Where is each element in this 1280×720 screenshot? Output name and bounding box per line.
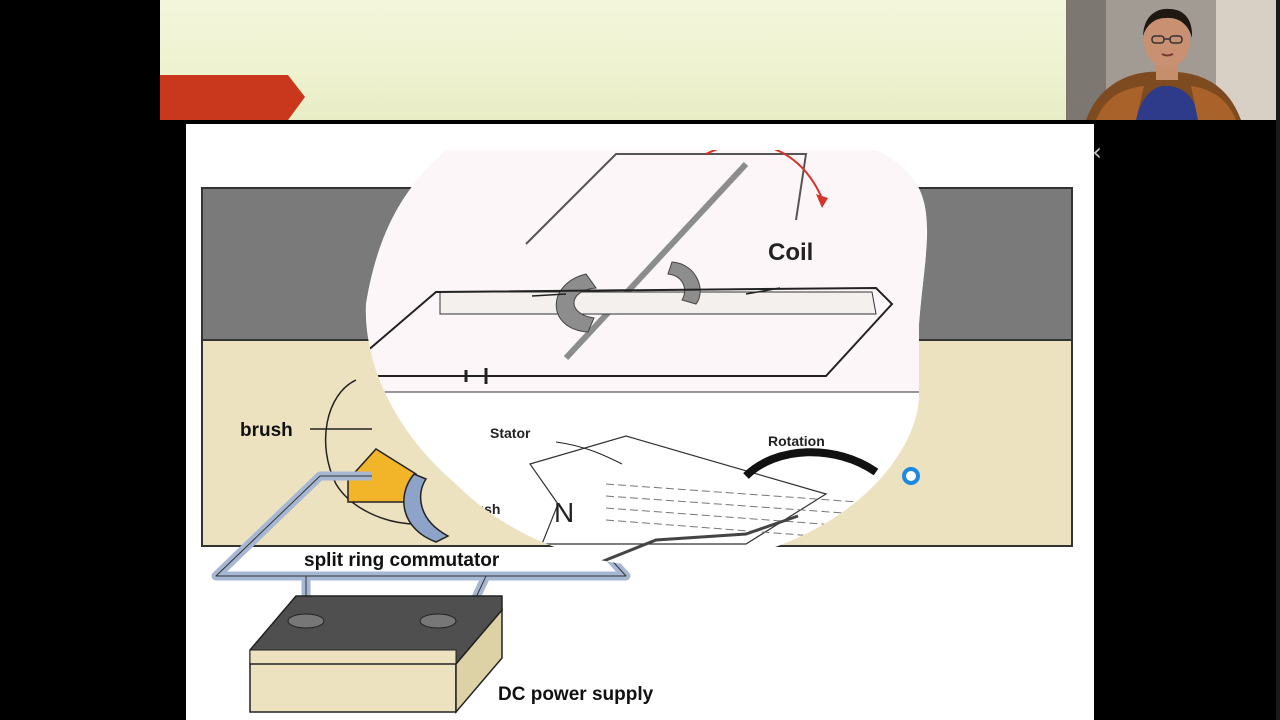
cursor-ring-icon	[902, 467, 920, 485]
n-pole-label: N	[554, 497, 574, 528]
battery-terminal-positive	[419, 613, 457, 629]
battery-terminal-negative	[287, 613, 325, 629]
inset-arrow-right	[745, 287, 781, 295]
brush-label: brush	[240, 420, 293, 441]
inset-right-commutator	[667, 261, 701, 305]
battery-stripe	[249, 649, 457, 665]
webcam-video	[1066, 0, 1276, 120]
rotation-label: Rotation	[768, 433, 825, 449]
battery-body	[249, 663, 457, 713]
stator-pointer	[555, 441, 623, 465]
split-ring-commutator-label: split ring commutator	[304, 550, 500, 571]
slide-panel: brush split ring commutator DC power sup…	[186, 124, 1094, 720]
inset-axle-frame	[525, 153, 808, 245]
coil-label: Coil	[768, 239, 813, 266]
commutator-half	[403, 473, 450, 543]
stator-label: Stator	[490, 425, 531, 441]
commutator-outline	[324, 379, 417, 525]
inset-axle	[563, 161, 749, 361]
chevron-left-icon[interactable]: ‹	[1092, 138, 1102, 166]
inset-arrow-left	[531, 293, 567, 297]
header-accent-arrow	[160, 75, 305, 120]
slide-header	[160, 0, 1066, 120]
window-edge	[1276, 0, 1280, 720]
inset-circuit-loop	[365, 286, 894, 377]
inset-left-commutator	[555, 273, 597, 333]
dc-motor-diagram: brush split ring commutator DC power sup…	[201, 150, 1073, 715]
stator-magnet	[529, 435, 828, 545]
presenter-video-frame	[1066, 0, 1276, 120]
rotation-indicator	[743, 448, 879, 479]
rotation-arrow	[705, 150, 822, 197]
battery-side	[455, 607, 503, 715]
dc-power-supply-label: DC power supply	[498, 684, 654, 705]
rotation-arrowhead	[816, 194, 828, 208]
inset-coil-base	[439, 291, 877, 315]
